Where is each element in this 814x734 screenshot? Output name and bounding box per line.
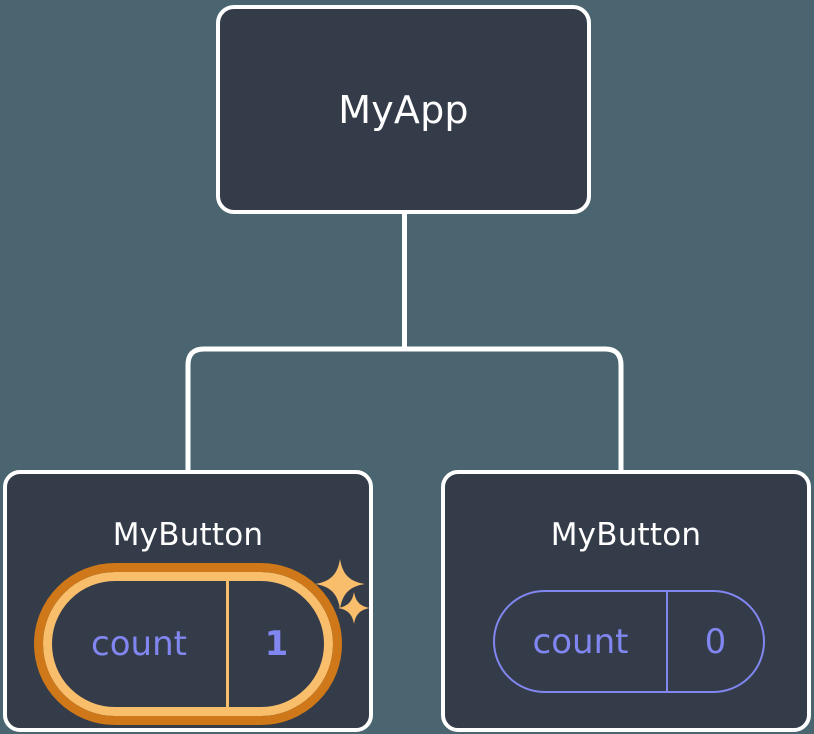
state-badge-right-wrapper: count 0 <box>493 590 765 693</box>
state-badge-left-value: 1 <box>264 624 289 664</box>
node-myapp[interactable]: MyApp <box>216 5 591 214</box>
state-badge-count-right[interactable]: count 0 <box>493 590 765 693</box>
state-badge-right-value: 0 <box>704 621 727 662</box>
node-mybutton-right[interactable]: MyButton <box>441 470 811 732</box>
state-badge-right-key: count <box>495 592 668 691</box>
state-badge-left-key: count <box>52 581 229 707</box>
node-myapp-title: MyApp <box>338 87 469 132</box>
state-badge-count-left[interactable]: count 1 <box>34 563 342 725</box>
state-badge-left-wrapper: count 1 <box>34 563 342 725</box>
node-mybutton-left-title: MyButton <box>112 517 264 553</box>
connector-branch-bracket <box>185 346 624 470</box>
node-mybutton-right-title: MyButton <box>550 517 702 553</box>
